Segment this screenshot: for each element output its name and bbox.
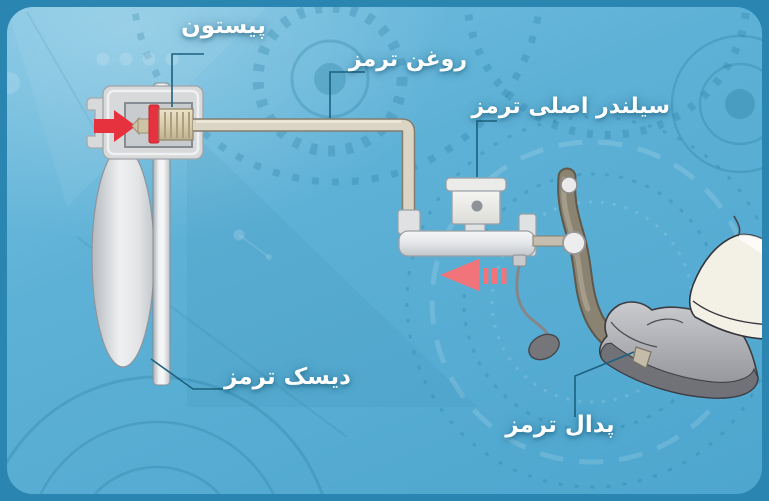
leader-line-master-cylinder [476,120,497,177]
brake-system-illustration [7,7,762,494]
piston-seal [148,104,160,144]
label-brake-fluid: روغن ترمز [348,47,467,72]
concentric-circles-decoration [670,34,762,174]
leader-line-brake-fluid [329,71,365,118]
disc-face [91,146,155,368]
leader-line-brake-disc [150,358,230,390]
brake-fluid-line [193,118,416,214]
pant-leg [689,233,762,340]
label-brake-pedal: پدال ترمز [505,412,615,438]
foot [598,215,762,399]
pressure-arrow-right-icon [94,110,136,142]
leader-line-brake-pedal [574,351,635,417]
pressure-arrow-left-icon [440,259,507,291]
pedal-pad-tip [632,346,652,369]
master-cylinder [397,177,537,257]
pedal-pivot-mid [562,231,586,255]
leader-line-piston [171,53,204,107]
reservoir-cap [445,177,507,192]
label-brake-disc: دیسک ترمز [224,364,351,390]
label-master-cylinder: سیلندر اصلی ترمز [471,94,670,119]
molecule-decoration [7,72,272,260]
gear-ring-decoration [252,7,408,157]
wire-connector [512,254,560,361]
leader-lines [150,53,635,417]
cylinder-body [398,230,536,257]
diagram-panel: پیستون روغن ترمز سیلندر اصلی ترمز دیسک ت… [7,7,762,494]
piston [131,104,194,144]
pant-cuff-line [692,300,762,325]
pedal-pivot-top [560,176,578,194]
label-piston: پیستون [181,13,266,39]
fluid-reservoir [445,177,507,225]
